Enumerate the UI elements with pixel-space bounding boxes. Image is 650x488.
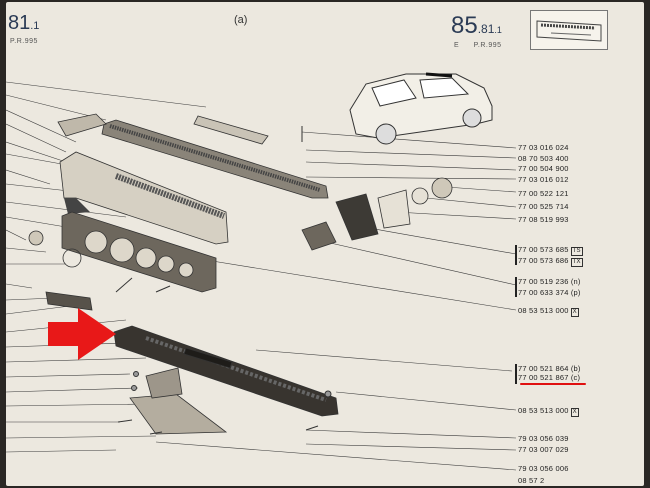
- part-ref-15-tag: X: [570, 408, 579, 417]
- pr-code-left: P.R.995: [10, 38, 38, 45]
- part-ref-11: 77 00 633 374 (p): [518, 288, 581, 297]
- bracket-b-c: [515, 364, 517, 384]
- part-ref-12-number: 08 53 513 000: [518, 306, 569, 315]
- highlight-underline: [520, 383, 586, 385]
- fasteners: [115, 126, 332, 435]
- part-ref-1: 77 03 016 024: [518, 143, 569, 152]
- part-ref-9-number: 77 00 573 686: [518, 256, 569, 265]
- part-ref-5: 77 00 522 121: [518, 189, 569, 198]
- page-ref-right: 85.81.1: [451, 12, 502, 40]
- page-ref-right-sub: .1: [494, 25, 502, 35]
- part-ref-17: 77 03 007 029: [518, 445, 569, 454]
- page-ref-right-prefix: 85: [451, 12, 478, 39]
- part-ref-8-number: 77 00 573 685: [518, 245, 569, 254]
- view-label: (a): [234, 14, 248, 26]
- part-ref-4: 77 03 016 012: [518, 175, 569, 184]
- part-ref-2: 08 70 503 400: [518, 154, 569, 163]
- page-ref-left-sub: .1: [30, 20, 40, 32]
- car-silhouette-icon: [349, 72, 493, 145]
- leader-lines: [6, 81, 517, 471]
- bracket-ts-tx: [515, 245, 517, 265]
- pr-code-right-value: P.R.995: [473, 42, 502, 49]
- part-ref-9-tag: TX: [570, 258, 583, 267]
- part-ref-13: 77 00 521 864 (b): [518, 364, 581, 373]
- part-ref-10: 77 00 519 236 (n): [518, 277, 581, 286]
- dashboard-thumbnail-icon: [536, 20, 602, 42]
- page-ref-left: 81.1: [8, 12, 39, 35]
- part-ref-18: 79 03 056 006: [518, 464, 569, 473]
- part-ref-15-number: 08 53 513 000: [518, 406, 569, 415]
- part-ref-7: 77 08 519 993: [518, 215, 569, 224]
- part-ref-16: 79 03 056 039: [518, 434, 569, 443]
- location-thumbnail: [530, 10, 608, 50]
- part-ref-8-tag: TS: [570, 247, 583, 256]
- red-arrow-icon: [48, 308, 116, 360]
- bracket-n-p: [515, 277, 517, 297]
- part-ref-6: 77 00 525 714: [518, 202, 569, 211]
- part-ref-19: 08 57 2: [518, 476, 545, 485]
- page-ref-right-main: .81: [477, 22, 495, 36]
- upper-trim-strip: [57, 113, 329, 199]
- instrument-hood: [59, 151, 229, 245]
- vent-and-switches: [301, 177, 453, 251]
- instrument-cluster: [28, 211, 217, 293]
- page-ref-left-main: 81: [8, 12, 31, 34]
- exploded-view-diagram: [6, 72, 517, 471]
- pr-code-right-letter: E: [454, 42, 460, 49]
- pr-code-right: E P.R.995: [454, 42, 502, 49]
- lower-dashboard-panel: [45, 291, 339, 435]
- part-ref-12-tag: X: [570, 308, 579, 317]
- catalog-page: 81.1 P.R.995 (a) 85.81.1 E P.R.995: [6, 2, 644, 486]
- part-ref-3: 77 00 504 900: [518, 164, 569, 173]
- part-ref-14: 77 00 521 867 (c): [518, 373, 581, 382]
